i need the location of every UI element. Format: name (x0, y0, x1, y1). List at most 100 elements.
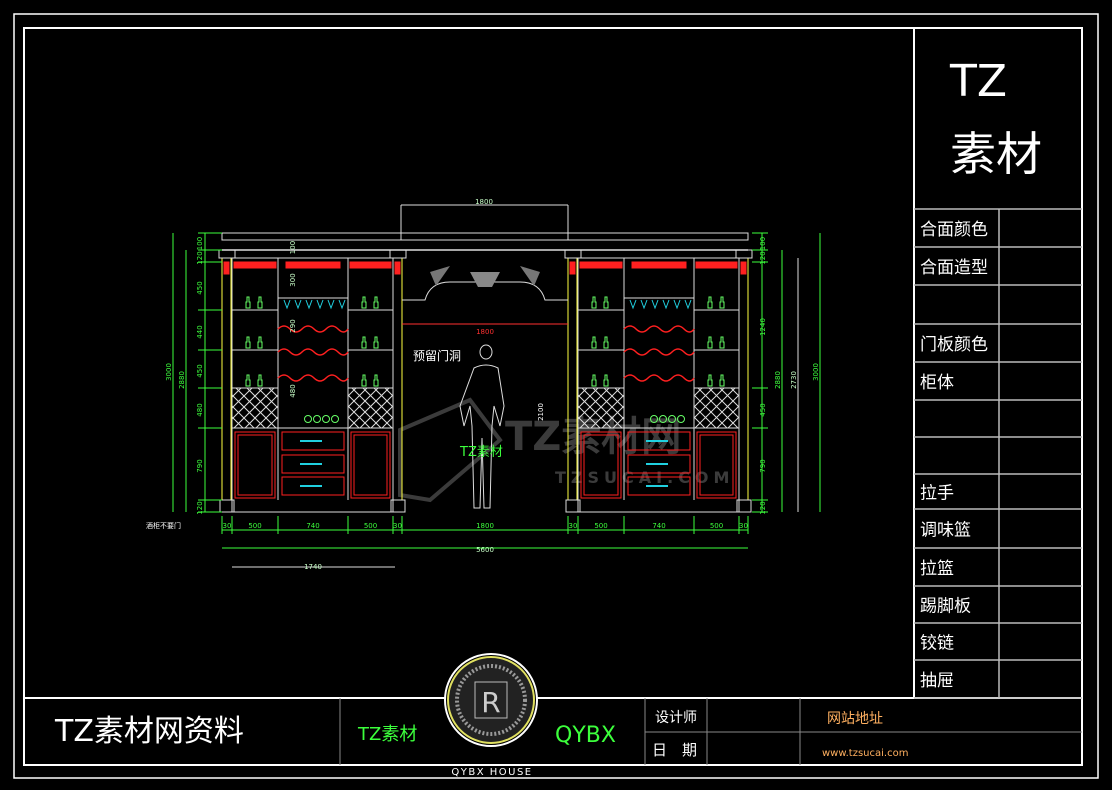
spec-label: 门板颜色 (920, 335, 988, 355)
drawer (281, 476, 345, 496)
lattice-line (612, 416, 625, 429)
wine-glass-icon (313, 415, 321, 423)
lattice-line (231, 387, 242, 398)
top-frieze (221, 232, 749, 241)
bottle-icon (257, 374, 263, 387)
note: 酒柜不要门 (146, 521, 181, 530)
dimension-label: 790 (196, 459, 204, 472)
lattice-line (730, 387, 740, 397)
hanging-glass-icon (629, 299, 637, 310)
dimension-label: 2880 (178, 371, 186, 389)
bottle-icon (603, 374, 609, 387)
bottle-icon (591, 336, 597, 349)
lattice-line (231, 387, 253, 409)
hanging-glass-icon (684, 299, 692, 310)
cabinet-body (577, 257, 740, 513)
bottle-icon (361, 336, 367, 349)
pendant-ornament-icon (470, 272, 500, 287)
dimension-label: 500 (248, 522, 261, 530)
lattice-line (347, 405, 371, 429)
pillar-top (389, 249, 407, 259)
pillar-base (390, 499, 406, 513)
lattice-line (577, 387, 588, 398)
bottle-icon (245, 296, 251, 309)
spec-label: 调味篮 (920, 521, 971, 541)
dimension-label: 500 (710, 522, 723, 530)
dimension-label: 790 (759, 459, 767, 472)
wine-glass-icon (304, 415, 312, 423)
wine-rack (623, 348, 695, 356)
hanging-glass-icon (327, 299, 335, 310)
lattice-line (231, 394, 266, 429)
lattice-line (246, 387, 279, 420)
carved-frieze (579, 261, 623, 269)
dimension-label: 440 (196, 325, 204, 338)
bottle-icon (245, 336, 251, 349)
hanging-glass-icon (316, 299, 324, 310)
dimension-label: 450 (196, 364, 204, 377)
lattice-line (348, 387, 390, 429)
cabinet-door (350, 431, 391, 499)
lattice-line (362, 387, 394, 419)
pillar-base (219, 499, 235, 513)
bottle-icon (373, 296, 379, 309)
lattice-line (373, 387, 394, 408)
dimension-label: 1800 (476, 522, 494, 530)
dimension-label: 30 (739, 522, 748, 530)
lattice-line (705, 394, 740, 429)
lattice-line (716, 405, 740, 429)
outer-border (13, 13, 1099, 779)
spec-label: 拉篮 (920, 559, 954, 579)
dimension-label: 30 (393, 522, 402, 530)
cabinet-door (696, 431, 737, 499)
logo-line2: 素材 (950, 127, 1042, 181)
bottle-icon (373, 374, 379, 387)
dimension-label: 2880 (774, 371, 782, 389)
dimension-label: 500 (594, 522, 607, 530)
dim-opening-height: 2100 (537, 403, 545, 421)
drawer (281, 431, 345, 451)
brand-right: QYBX (555, 723, 616, 748)
carved-frieze (285, 261, 341, 269)
pillar-top (735, 249, 753, 259)
bottle-icon (257, 296, 263, 309)
dimension-label: 3000 (165, 363, 173, 381)
bottle-icon (707, 296, 713, 309)
dimension-label: 100 (289, 241, 297, 254)
bottle-icon (707, 374, 713, 387)
cabinet-body (231, 257, 394, 513)
hanging-glass-icon (294, 299, 302, 310)
bottle-icon (603, 336, 609, 349)
cabinet-door (580, 431, 622, 499)
spec-label: 柜体 (920, 373, 954, 393)
lattice-line (347, 387, 357, 397)
lattice-line (266, 416, 279, 429)
dimension-label: 30 (223, 522, 232, 530)
lattice-line (370, 405, 394, 429)
lattice-line (268, 387, 279, 398)
dimension-label: 3000 (812, 363, 820, 381)
lattice-line (697, 387, 739, 429)
company-name: TZ素材网资料 (54, 714, 244, 749)
door-panel (699, 434, 734, 496)
lattice-line (727, 416, 740, 429)
wine-rack (277, 348, 349, 356)
lattice-line (577, 387, 599, 409)
bottle-icon (719, 374, 725, 387)
dimension-label: 300 (289, 273, 297, 286)
lattice-line (351, 387, 393, 429)
dimension-label: 480 (196, 403, 204, 416)
carved-frieze (631, 261, 687, 269)
pillar-capital (394, 261, 401, 275)
inner-border (23, 27, 1083, 766)
drawer (627, 431, 691, 451)
dim-opening-inner: 1800 (476, 328, 494, 336)
designer-label: 设计师 (655, 710, 697, 726)
wine-rack (623, 325, 695, 333)
lattice-line (601, 405, 625, 429)
brand-left: TZ素材 (357, 724, 417, 745)
dimension-label: 100 (196, 237, 204, 250)
logo-line1: TZ (949, 56, 1007, 107)
